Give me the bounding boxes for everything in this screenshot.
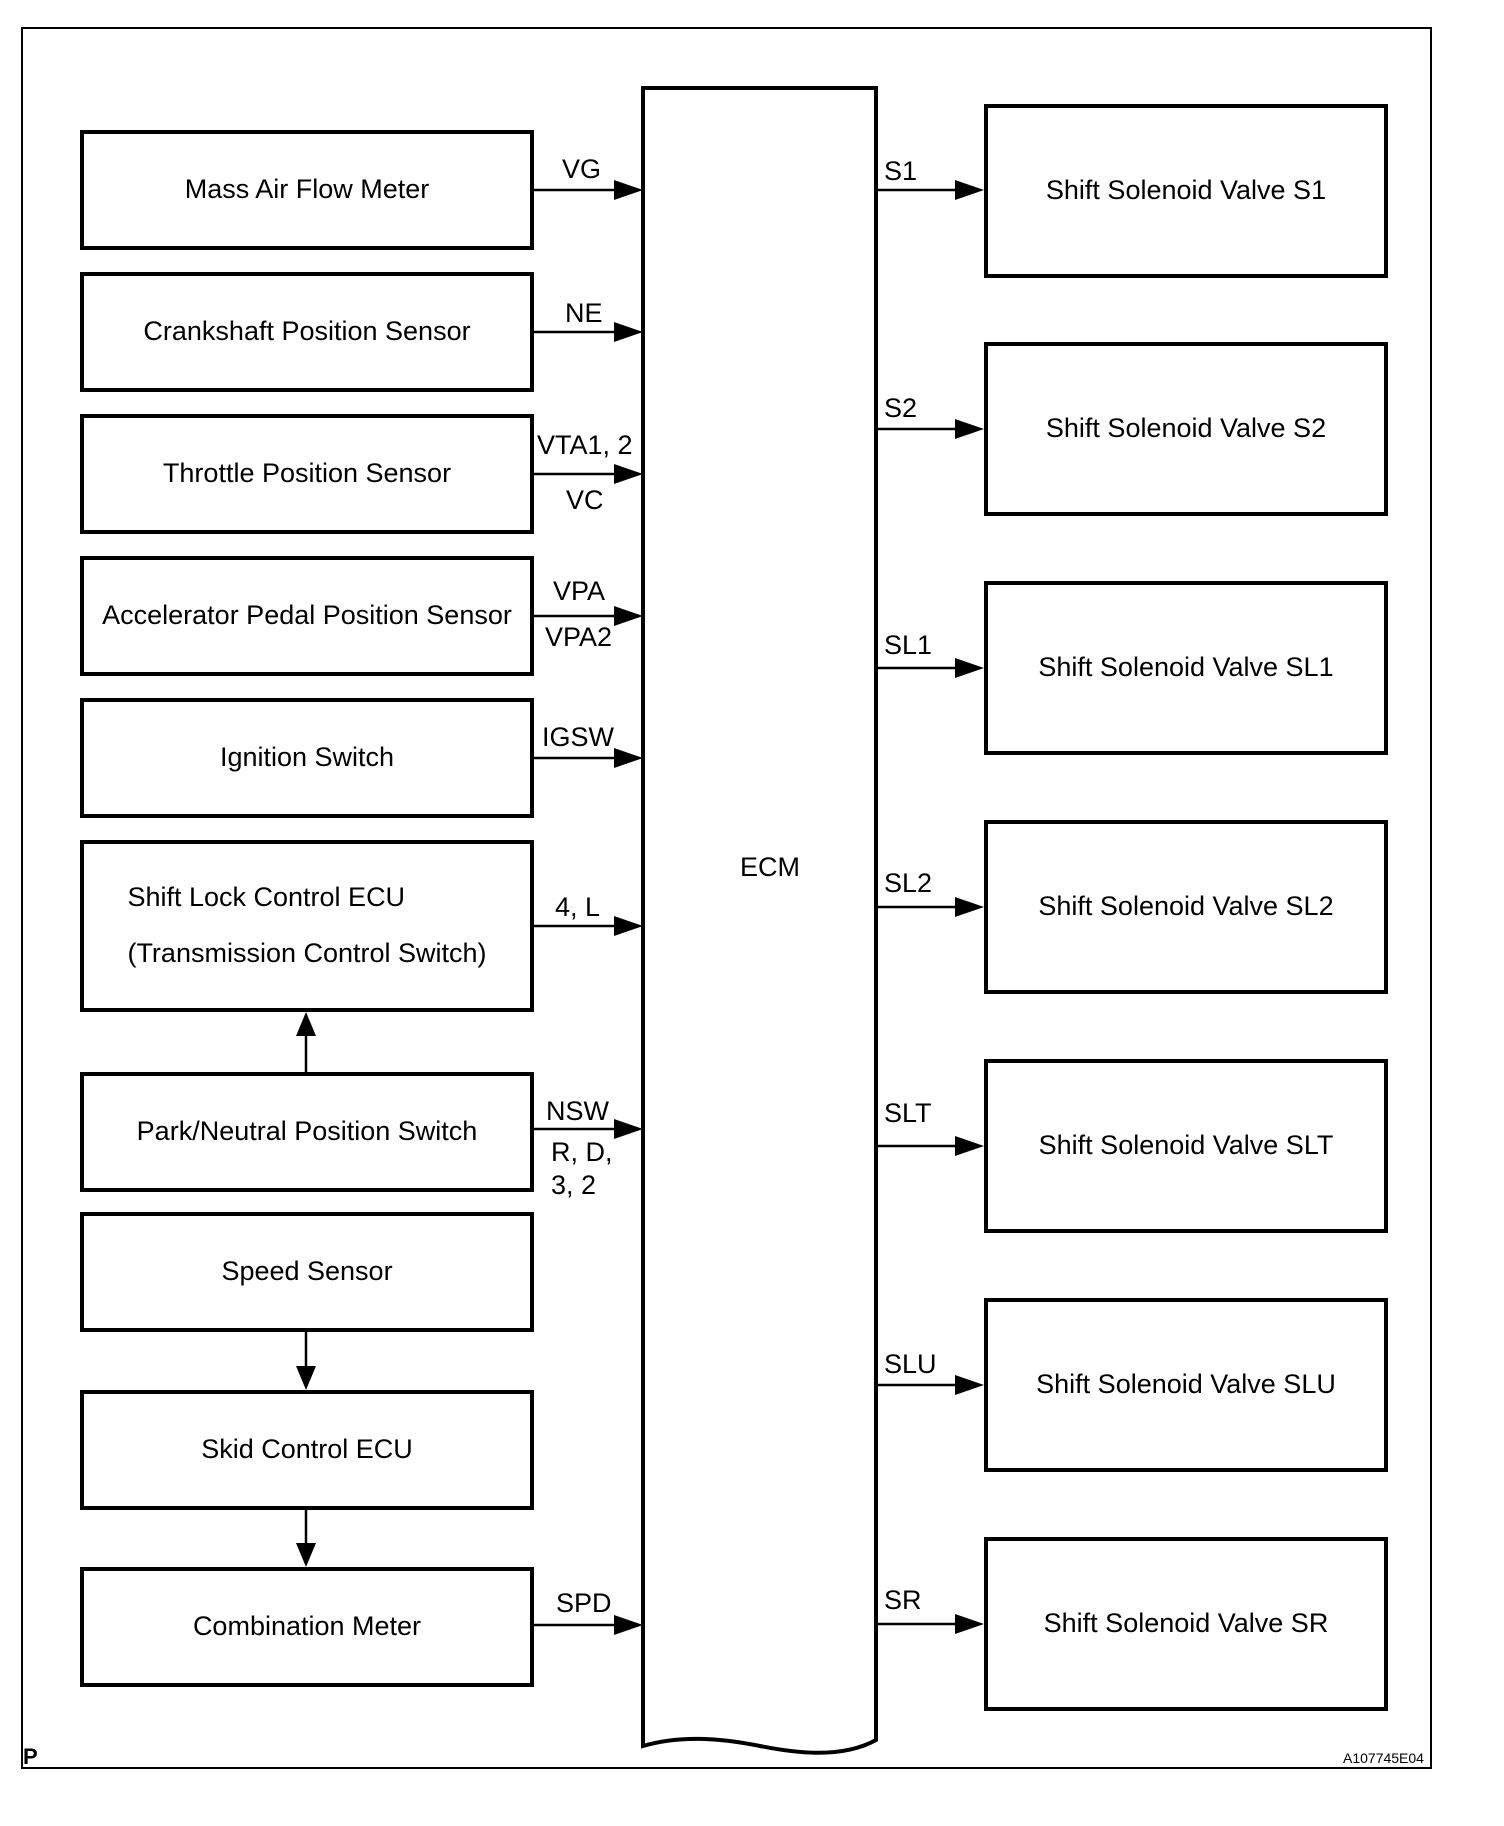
shift-lock-control-ecu-box: Shift Lock Control ECU (Transmission Con… [80,840,534,1012]
accelerator-pedal-position-sensor-box: Accelerator Pedal Position Sensor [80,556,534,676]
shift-solenoid-valve-slt-box: Shift Solenoid Valve SLT [984,1059,1388,1233]
signal-label-s2: S2 [884,393,918,423]
crankshaft-position-sensor-box: Crankshaft Position Sensor [80,272,534,392]
component-label: Accelerator Pedal Position Sensor [102,600,512,631]
signal-label-vpa: VPA [553,576,606,606]
mass-air-flow-meter-box: Mass Air Flow Meter [80,130,534,250]
signal-label-s1: S1 [884,156,918,186]
signal-label-sl2: SL2 [884,868,933,898]
signal-label-sr: SR [884,1585,922,1615]
signal-label-nsw: NSW [546,1096,609,1126]
component-label: Crankshaft Position Sensor [143,316,471,347]
component-label: Throttle Position Sensor [162,458,452,489]
signal-label-vta: VTA1, 2 [537,430,633,460]
component-label: Shift Solenoid Valve SL1 [1038,652,1334,683]
ignition-switch-box: Ignition Switch [80,698,534,818]
signal-label-slu: SLU [884,1349,937,1379]
signal-label-ne: NE [565,298,603,328]
shift-solenoid-valve-s2-box: Shift Solenoid Valve S2 [984,342,1388,516]
component-label: Combination Meter [192,1611,422,1642]
shift-solenoid-valve-slu-box: Shift Solenoid Valve SLU [984,1298,1388,1472]
component-label: Shift Solenoid Valve SR [1043,1608,1329,1639]
diagram-frame [21,27,1432,1769]
component-label: Shift Solenoid Valve SLU [1036,1369,1336,1400]
component-sublabel: (Transmission Control Switch) [127,938,487,968]
ecm-label: ECM [740,852,800,882]
signal-label-4l: 4, L [555,892,601,922]
signal-label-slt: SLT [884,1098,932,1128]
skid-control-ecu-box: Skid Control ECU [80,1390,534,1510]
ecm-block [641,86,878,1755]
signal-label-sl1: SL1 [884,630,933,660]
component-label: Park/Neutral Position Switch [136,1116,478,1147]
component-label: Mass Air Flow Meter [184,174,430,205]
component-label: Shift Solenoid Valve S1 [1045,175,1327,206]
signal-label-rd: R, D, [551,1137,613,1167]
speed-sensor-box: Speed Sensor [80,1212,534,1332]
component-label: Speed Sensor [221,1256,393,1287]
combination-meter-box: Combination Meter [80,1567,534,1687]
signal-label-vg: VG [562,154,602,184]
component-label: Skid Control ECU [201,1434,413,1465]
component-label: Shift Lock Control ECU [127,882,406,913]
shift-solenoid-valve-sr-box: Shift Solenoid Valve SR [984,1537,1388,1711]
signal-label-32: 3, 2 [551,1170,597,1200]
section-mark: P [23,1744,38,1769]
throttle-position-sensor-box: Throttle Position Sensor [80,414,534,534]
component-label: Shift Solenoid Valve S2 [1045,413,1327,444]
component-label: Shift Solenoid Valve SL2 [1038,891,1334,922]
shift-solenoid-valve-sl2-box: Shift Solenoid Valve SL2 [984,820,1388,994]
signal-label-vpa2: VPA2 [545,622,613,652]
park-neutral-position-switch-box: Park/Neutral Position Switch [80,1072,534,1192]
signal-label-vc: VC [566,485,604,515]
figure-id: A107745E04 [1343,1750,1424,1766]
signal-label-spd: SPD [556,1588,612,1618]
component-label: Ignition Switch [219,742,395,773]
shift-solenoid-valve-s1-box: Shift Solenoid Valve S1 [984,104,1388,278]
shift-solenoid-valve-sl1-box: Shift Solenoid Valve SL1 [984,581,1388,755]
signal-label-igsw: IGSW [542,722,614,752]
component-label: Shift Solenoid Valve SLT [1038,1130,1334,1161]
